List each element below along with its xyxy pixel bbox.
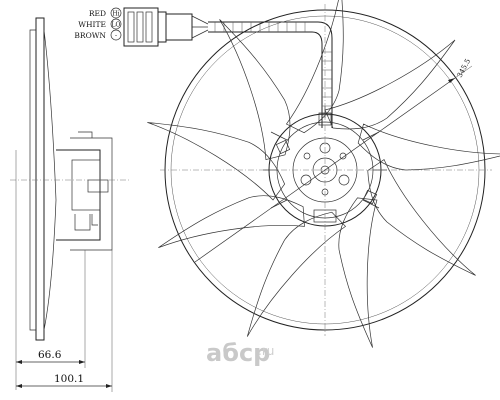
watermark-brand: aбcp — [206, 339, 270, 367]
wire-brown-label: BROWN — [74, 31, 106, 40]
wire-white-label: WHITE — [78, 20, 106, 29]
dimension-depth-2: 100.1 — [54, 373, 84, 385]
wire-red-label: RED — [89, 9, 106, 18]
dimension-depth-1: 66.6 — [38, 349, 62, 361]
wire-white-symbol: LO — [112, 22, 121, 29]
dimension-diameter: 345.5 — [456, 57, 472, 78]
abcp-logo: aбcp .ru — [206, 339, 274, 367]
watermark-domain: .ru — [258, 344, 274, 358]
wiring-legend: RED WHITE BROWN Hi LO - — [74, 7, 122, 41]
wire-brown-symbol: - — [115, 33, 117, 40]
connector — [123, 7, 333, 128]
diameter-dimension — [194, 65, 473, 263]
fan-front-view — [146, 0, 500, 349]
side-view — [10, 17, 130, 392]
wire-red-symbol: Hi — [112, 11, 119, 18]
